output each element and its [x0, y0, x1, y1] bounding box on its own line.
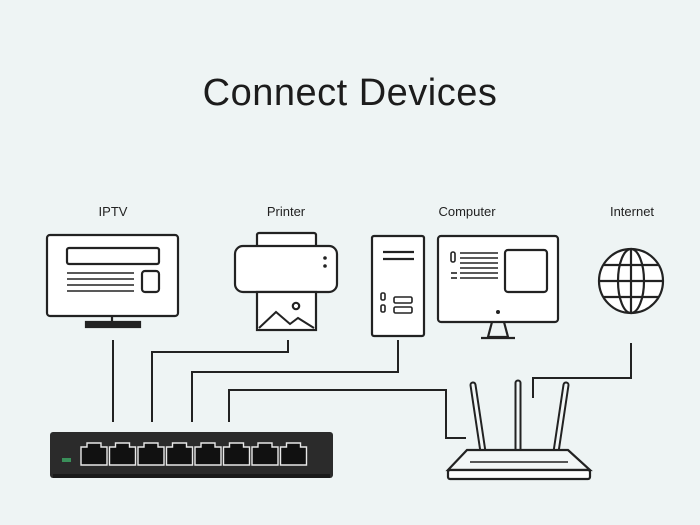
ethernet-port [108, 442, 137, 466]
internet-label: Internet [609, 204, 655, 219]
ethernet-port [165, 442, 194, 466]
ethernet-port [194, 442, 222, 466]
cable-router [228, 389, 466, 439]
network-switch-icon [50, 432, 333, 478]
ethernet-port [251, 442, 279, 466]
ethernet-port [80, 442, 108, 466]
tv-icon [45, 233, 180, 329]
cable-computer [191, 340, 399, 422]
cable-internet [532, 343, 632, 398]
page-title: Connect Devices [202, 72, 498, 114]
printer-label: Printer [266, 204, 306, 219]
computer-icon [370, 234, 560, 340]
ethernet-port [279, 442, 308, 466]
iptv-label: IPTV [98, 204, 128, 219]
connection-cables [112, 340, 632, 439]
router-antennas [469, 379, 570, 456]
ethernet-port [137, 442, 165, 466]
wifi-router-icon [445, 379, 593, 481]
computer-label: Computer [438, 204, 496, 219]
ethernet-port [222, 442, 251, 466]
antenna-highlight [471, 383, 485, 454]
switch-status-led [62, 458, 71, 462]
cable-printer [151, 340, 289, 422]
printer-icon [233, 231, 339, 332]
globe-icon [597, 247, 665, 315]
antenna-highlight [554, 383, 568, 454]
switch-ports [80, 442, 308, 466]
